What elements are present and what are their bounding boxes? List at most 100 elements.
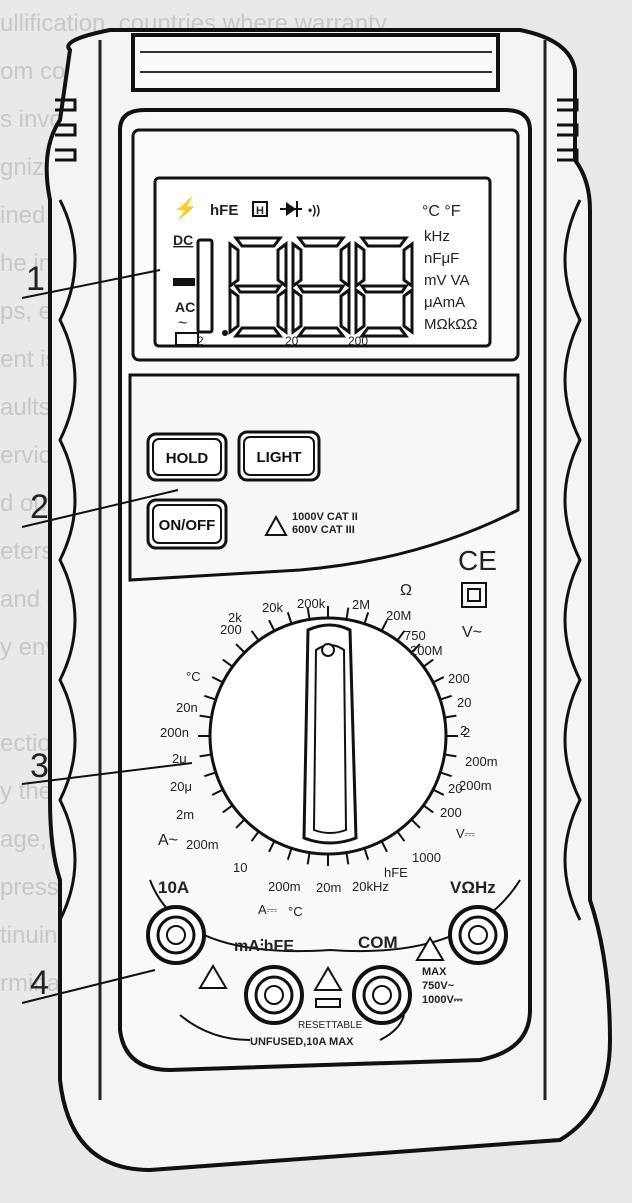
jack-com-label: COM [358,933,398,952]
dial-range-label: °C [186,669,201,684]
dial-range-label: 20M [386,608,411,623]
max-ac-label: 750V~ [422,980,455,992]
callout-3: 3 [30,747,49,785]
continuity-icon: •)) [308,203,320,217]
ce-mark: CE [458,545,497,576]
unfused-label: UNFUSED,10A MAX [250,1036,354,1048]
dial-tick [345,607,350,620]
dial-range-label: 200k [297,596,326,611]
callout-2: 2 [30,488,49,526]
khz-unit-label: kHz [424,228,450,245]
volt-unit-label: mV VA [424,272,470,289]
onoff-button[interactable]: ON/OFF [146,498,228,550]
dial-range-label: 20μ [170,779,192,794]
dial-tick [363,847,370,860]
dial-tick [345,852,350,865]
dial-tick [235,818,246,829]
side-grips [55,98,582,921]
dial-range-label: 200 [448,671,470,686]
minus-sign [173,278,195,286]
dial-tick [211,676,224,684]
dial-range-label: 200n [160,725,189,740]
tilt-stand [131,33,500,92]
dial-tick [422,804,434,814]
dial-range-label: 200m [459,778,492,793]
lcd-digit-3 [354,236,414,338]
amp-unit-label: μAmA [424,294,465,311]
jack-10a-label: 10A [158,878,189,897]
jack-ma-hfe[interactable] [244,965,304,1025]
hold-indicator-letter: H [256,205,264,217]
dial-tick [410,818,421,829]
dial-tick [444,714,457,719]
dial-tick [363,612,370,625]
rotary-switch-knob[interactable] [302,623,358,845]
dial-range-label: A~ [158,832,178,849]
diode-icon [280,201,302,217]
dial-range-label: Ω [400,582,412,599]
dial-range-label: 2M [352,597,370,612]
dial-tick [268,619,276,632]
dial-tick [222,804,234,814]
dial-tick [396,630,406,642]
dial-range-label: 20k [262,600,283,615]
resettable-label: RESETTABLE [298,1020,363,1031]
dial-tick [286,612,293,625]
dial-tick [380,619,388,632]
warning-triangle-icon [264,514,288,536]
dial-range-label: 200m [465,754,498,769]
dial-range-label: 20n [176,700,198,715]
jack-com[interactable] [352,965,412,1025]
lcd-digit-2 [291,236,351,338]
fuse-icon [315,998,341,1008]
dial-tick [439,694,452,701]
dial-tick [306,852,311,865]
dial-range-label: 2m [176,807,194,822]
dial-tick [250,630,260,642]
light-button-label: LIGHT [257,449,302,466]
dial-range-label: 200m [186,837,219,852]
dial-tick [204,771,217,778]
dial-tick [444,753,457,758]
hv-warning-icon: ⚡ [173,196,198,220]
ohm-unit-label: MΩkΩΩ [424,316,478,333]
dial-range-label: 20 [457,695,471,710]
hold-button-label: HOLD [166,450,209,467]
dial-range-label: V⎓ [456,826,475,841]
jack-v-ohm-hz[interactable] [448,905,508,965]
dial-range-label: A⎓ [258,902,277,917]
dial-range-label: 200 [440,805,462,820]
hold-button[interactable]: HOLD [146,432,228,482]
battery-icon [175,332,199,346]
ac-indicator: AC [175,299,195,315]
ac-tilde-icon: ~ [178,315,187,332]
dial-tick [268,840,276,853]
hold-indicator-icon [252,201,268,217]
dial-range-label: V~ [462,624,482,641]
dial-tick [410,643,421,654]
warning-icon-10a [198,964,228,989]
dial-range-label: 2 [460,723,467,738]
callout-1: 1 [26,260,45,298]
dial-tick [204,694,217,701]
cap-unit-label: nFμF [424,250,459,267]
dial-tick [380,840,388,853]
double-insulation-icon [461,582,487,608]
jack-10a[interactable] [146,905,206,965]
callouts [21,269,193,1004]
warning-icon-v [415,936,445,961]
dc-indicator: DC [173,232,193,248]
onoff-button-label: ON/OFF [159,517,216,534]
dial-tick [422,658,434,668]
jack-v-label: VΩHz [450,878,496,897]
dial-range-label: 750 [404,628,426,643]
temp-unit-label: °C °F [422,203,461,220]
rating-line-1: 1000V CAT II [292,511,358,523]
dial-tick [199,714,212,719]
hfe-indicator: hFE [210,202,238,219]
dial-range-label: 20 [448,781,462,796]
light-button[interactable]: LIGHT [237,430,321,482]
scale-20: 20 [285,334,299,348]
